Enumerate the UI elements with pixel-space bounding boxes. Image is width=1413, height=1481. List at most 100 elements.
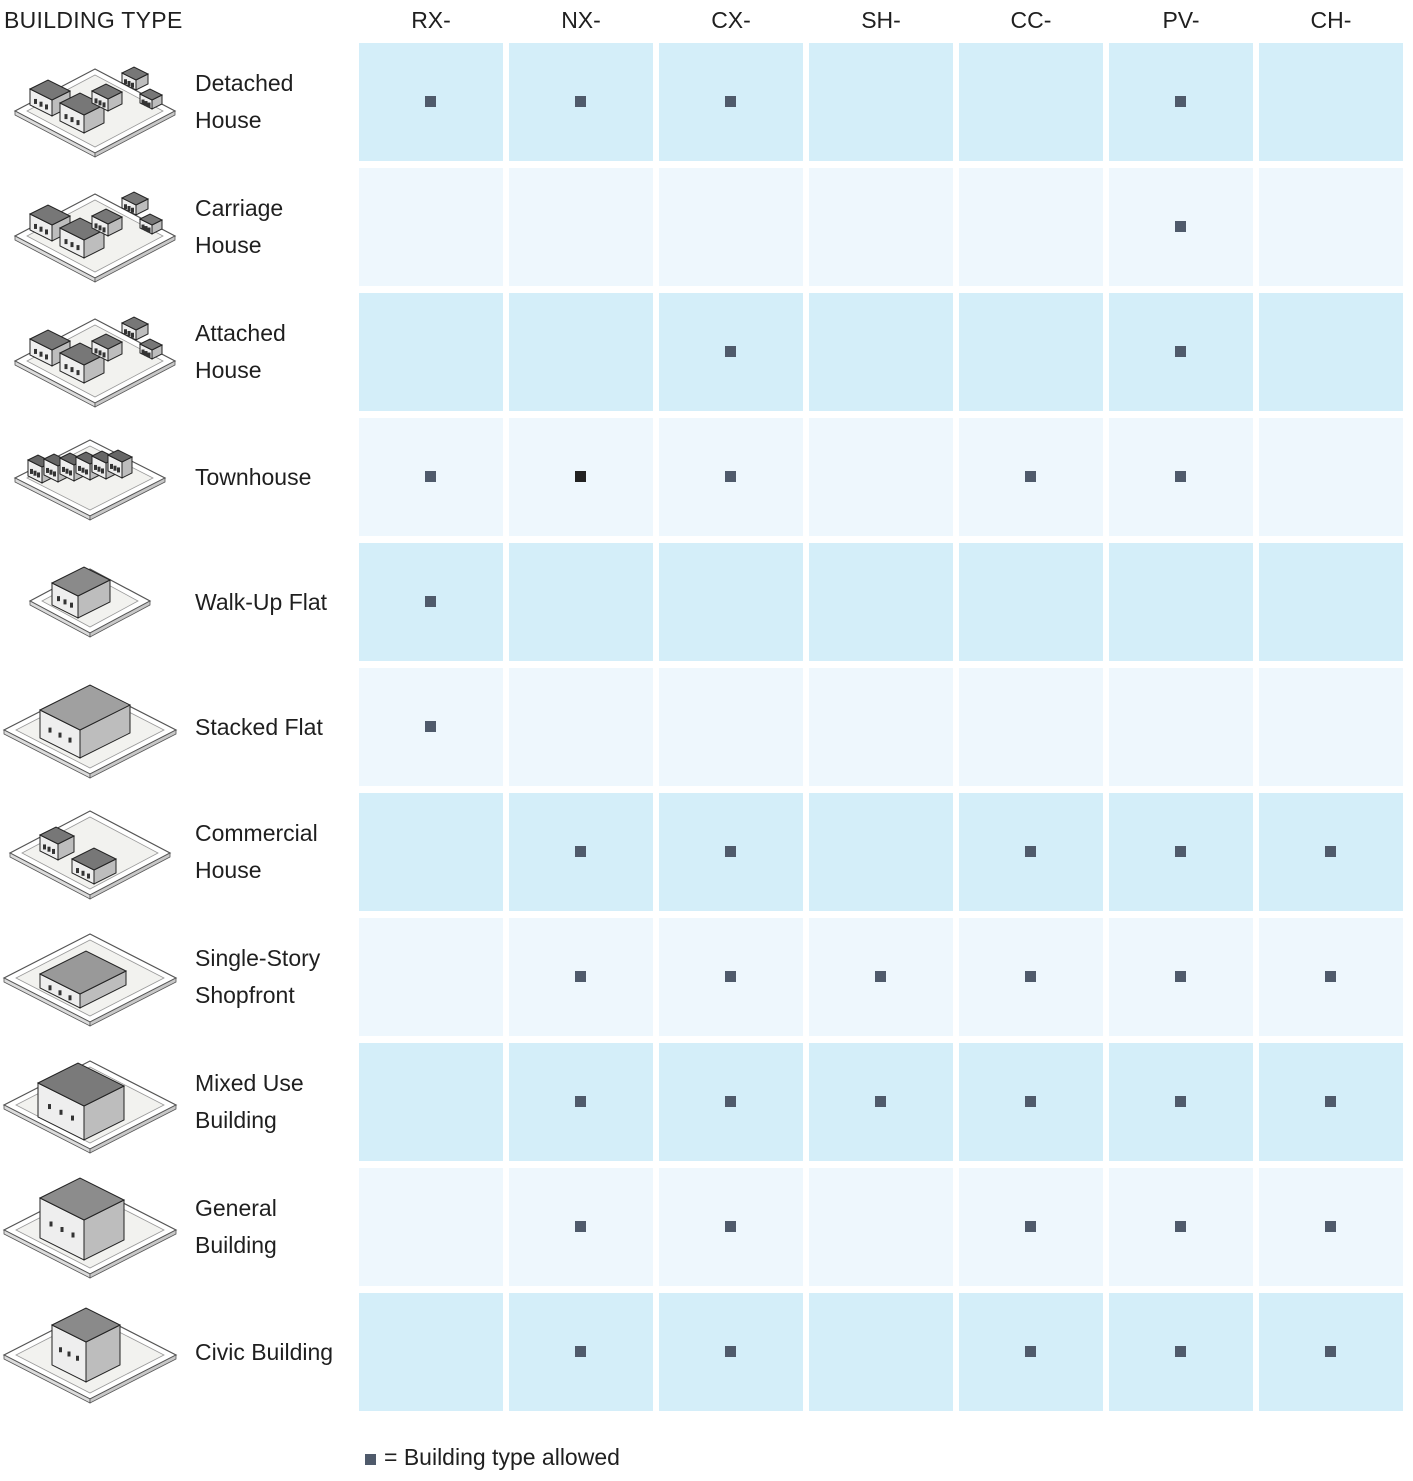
cell-ch bbox=[1259, 1293, 1403, 1411]
legend-marker-icon bbox=[365, 1453, 376, 1465]
carriage-house-icon bbox=[0, 168, 190, 286]
column-header-nx: NX- bbox=[561, 7, 601, 33]
allowed-marker-icon bbox=[1175, 221, 1186, 232]
cell-pv bbox=[1109, 543, 1253, 661]
allowed-marker-icon bbox=[725, 846, 736, 857]
building-type-label-line: Building bbox=[195, 1232, 277, 1258]
cell-pv bbox=[1109, 918, 1253, 1036]
cell-cc bbox=[959, 1043, 1103, 1161]
attached-house-icon bbox=[0, 293, 190, 411]
cell-pv bbox=[1109, 793, 1253, 911]
allowed-marker-icon bbox=[875, 1096, 886, 1107]
cell-pv bbox=[1109, 668, 1253, 786]
cell-nx bbox=[509, 918, 653, 1036]
cell-rx bbox=[359, 293, 503, 411]
allowed-marker-icon bbox=[575, 971, 586, 982]
allowed-marker-icon bbox=[1175, 1346, 1186, 1357]
building-type-label-line: Single-Story bbox=[195, 945, 321, 971]
cell-rx bbox=[359, 1168, 503, 1286]
cell-sh bbox=[809, 293, 953, 411]
allowed-marker-icon bbox=[725, 1346, 736, 1357]
cell-sh bbox=[809, 918, 953, 1036]
building-type-label-line: Stacked Flat bbox=[195, 713, 323, 740]
townhouse-icon bbox=[0, 418, 190, 536]
allowed-marker-icon bbox=[875, 971, 886, 982]
allowed-marker-icon bbox=[1175, 971, 1186, 982]
cell-sh bbox=[809, 418, 953, 536]
cell-nx bbox=[509, 793, 653, 911]
cell-ch bbox=[1259, 1043, 1403, 1161]
allowed-marker-icon bbox=[1025, 471, 1036, 482]
walk-up-flat-icon bbox=[0, 543, 190, 661]
cell-sh bbox=[809, 543, 953, 661]
allowed-marker-icon bbox=[575, 1221, 586, 1232]
cell-ch bbox=[1259, 793, 1403, 911]
cell-cx bbox=[659, 1043, 803, 1161]
cell-cc bbox=[959, 793, 1103, 911]
cell-rx bbox=[359, 43, 503, 161]
cell-rx bbox=[359, 668, 503, 786]
cell-cc bbox=[959, 1168, 1103, 1286]
cell-sh bbox=[809, 668, 953, 786]
cell-rx bbox=[359, 1293, 503, 1411]
allowed-marker-icon bbox=[725, 346, 736, 357]
cell-ch bbox=[1259, 1168, 1403, 1286]
cell-nx bbox=[509, 543, 653, 661]
building-type-label-line: Carriage bbox=[195, 195, 284, 221]
legend-text: = Building type allowed bbox=[384, 1444, 620, 1470]
cell-cc bbox=[959, 918, 1103, 1036]
cell-ch bbox=[1259, 918, 1403, 1036]
cell-cx bbox=[659, 43, 803, 161]
building-type-label-line: Shopfront bbox=[195, 982, 295, 1008]
cell-sh bbox=[809, 43, 953, 161]
mixed-use-building-icon bbox=[0, 1043, 190, 1161]
cell-rx bbox=[359, 418, 503, 536]
allowed-marker-icon bbox=[1175, 1221, 1186, 1232]
cell-nx bbox=[509, 1293, 653, 1411]
cell-ch bbox=[1259, 168, 1403, 286]
allowed-marker-icon bbox=[725, 1096, 736, 1107]
civic-building-icon bbox=[0, 1293, 190, 1411]
building-type-label-line: Commercial bbox=[195, 820, 318, 846]
allowed-marker-icon bbox=[575, 96, 586, 107]
cell-cx bbox=[659, 793, 803, 911]
cell-cx bbox=[659, 543, 803, 661]
cell-sh bbox=[809, 793, 953, 911]
building-type-label: Walk-Up Flat bbox=[195, 543, 355, 661]
allowed-marker-icon bbox=[425, 96, 436, 107]
allowed-marker-icon bbox=[1025, 971, 1036, 982]
allowed-marker-icon bbox=[575, 846, 586, 857]
cell-rx bbox=[359, 1043, 503, 1161]
building-type-label-line: Mixed Use bbox=[195, 1070, 304, 1096]
building-type-label-line: Attached bbox=[195, 320, 286, 346]
building-type-label-line: Detached bbox=[195, 70, 294, 96]
building-type-label: Civic Building bbox=[195, 1293, 355, 1411]
building-type-heading: BUILDING TYPE bbox=[4, 7, 183, 33]
cell-ch bbox=[1259, 293, 1403, 411]
allowed-marker-icon bbox=[725, 971, 736, 982]
allowed-marker-icon bbox=[1175, 846, 1186, 857]
cell-nx bbox=[509, 668, 653, 786]
cell-nx bbox=[509, 418, 653, 536]
allowed-marker-icon bbox=[1325, 971, 1336, 982]
cell-nx bbox=[509, 43, 653, 161]
allowed-marker-icon bbox=[575, 1096, 586, 1107]
cell-cc bbox=[959, 543, 1103, 661]
allowed-marker-icon bbox=[1325, 1096, 1336, 1107]
building-type-label-line: Townhouse bbox=[195, 463, 312, 490]
allowed-marker-icon bbox=[1325, 846, 1336, 857]
cell-cx bbox=[659, 293, 803, 411]
cell-cc bbox=[959, 1293, 1103, 1411]
commercial-house-icon bbox=[0, 793, 190, 911]
cell-sh bbox=[809, 1043, 953, 1161]
building-type-label: Stacked Flat bbox=[195, 668, 355, 786]
cell-cx bbox=[659, 1293, 803, 1411]
building-type-label: Townhouse bbox=[195, 418, 355, 536]
cell-ch bbox=[1259, 43, 1403, 161]
building-type-label-line: House bbox=[195, 232, 262, 258]
allowed-marker-icon bbox=[1175, 1096, 1186, 1107]
allowed-marker-icon bbox=[1175, 346, 1186, 357]
